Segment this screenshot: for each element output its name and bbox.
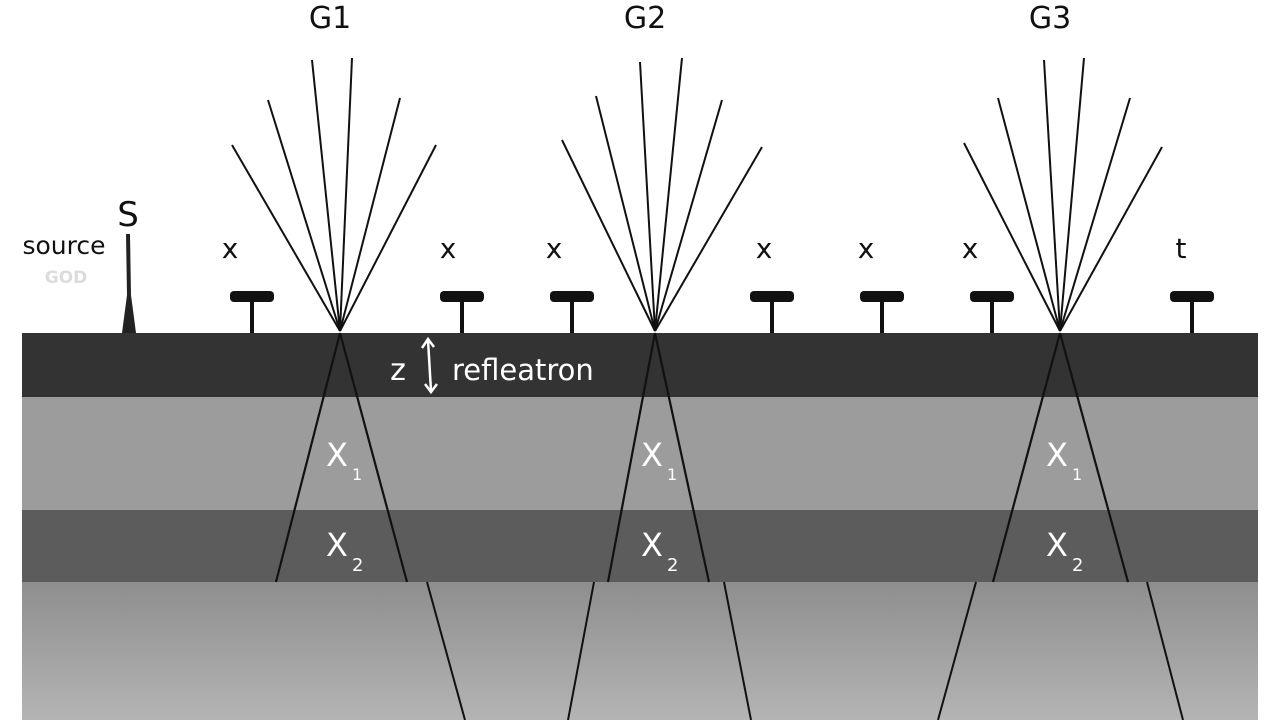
ray-line — [1059, 146, 1163, 332]
receiver-mark: t — [1176, 232, 1187, 265]
receiver-icon — [440, 291, 484, 302]
deep-ray-line — [723, 581, 752, 720]
x2-label: X — [1046, 526, 1068, 564]
receiver: x — [858, 232, 904, 333]
receiver-mark: x — [962, 232, 979, 265]
ray-line — [339, 57, 353, 332]
x2-subscript: 2 — [352, 555, 363, 576]
ray-line — [1059, 57, 1085, 332]
cone-line — [274, 332, 342, 583]
receiver-stem — [570, 300, 574, 333]
ray-line — [639, 61, 656, 332]
receiver-icon — [230, 291, 274, 302]
source-letter: S — [117, 195, 139, 235]
receiver: x — [750, 232, 794, 333]
x2-subscript: 2 — [1072, 555, 1083, 576]
x1-subscript: 1 — [667, 465, 677, 484]
cone-line — [338, 332, 409, 583]
source-faded-label: GOD — [45, 268, 88, 288]
top-layer — [22, 333, 1258, 397]
receiver: x — [440, 232, 484, 333]
depth-arrow-icon — [420, 336, 438, 395]
ray-line — [654, 146, 763, 332]
receiver-stem — [250, 300, 254, 333]
cone-line — [1058, 332, 1130, 583]
ray-line — [339, 144, 437, 332]
x2-label: X — [326, 526, 348, 564]
ray-line — [963, 142, 1061, 332]
receiver: x — [546, 232, 594, 333]
receiver-stem — [880, 300, 884, 333]
receiver: x — [222, 232, 274, 333]
receiver-icon — [550, 291, 594, 302]
x1-subscript: 1 — [1072, 465, 1082, 484]
layer-3 — [22, 582, 1258, 720]
layer-name: refleatron — [452, 353, 594, 387]
receiver: x — [962, 232, 1014, 333]
receiver-mark: x — [440, 232, 457, 265]
receiver-mark: x — [756, 232, 773, 265]
cone-line — [653, 332, 711, 583]
layer-2 — [22, 510, 1258, 582]
deep-ray-line — [1146, 581, 1184, 720]
deep-ray-line — [567, 581, 595, 720]
receiver: t — [1170, 232, 1214, 333]
x2-label: X — [641, 526, 663, 564]
receiver-icon — [1170, 291, 1214, 302]
x2-subscript: 2 — [667, 555, 678, 576]
x1-label: X — [641, 436, 663, 474]
ray-line — [1043, 59, 1061, 332]
source-label: source — [22, 231, 105, 260]
receiver-icon — [860, 291, 904, 302]
ray-line — [997, 97, 1061, 332]
gather-label: G3 — [1029, 1, 1071, 36]
ray-line — [339, 97, 401, 332]
x1-label: X — [326, 436, 348, 474]
ray-line — [595, 95, 656, 332]
receiver-stem — [460, 300, 464, 333]
receiver-stem — [990, 300, 994, 333]
receiver-icon — [750, 291, 794, 302]
receiver-mark: x — [546, 232, 563, 265]
ray-line — [231, 144, 341, 332]
deep-ray-line — [426, 581, 466, 720]
ray-line — [311, 59, 341, 332]
receiver-mark: x — [858, 232, 875, 265]
receiver-stem — [1190, 300, 1194, 333]
receiver-mark: x — [222, 232, 239, 265]
gather-label: G2 — [624, 1, 666, 36]
source-marker — [122, 234, 136, 333]
cone-line — [606, 332, 657, 583]
receiver-icon — [970, 291, 1014, 302]
receiver-stem — [770, 300, 774, 333]
deep-ray-line — [937, 581, 977, 720]
ray-line — [654, 99, 723, 332]
ray-line — [1059, 97, 1131, 332]
ray-line — [561, 139, 656, 332]
x1-label: X — [1046, 436, 1068, 474]
x1-subscript: 1 — [352, 465, 362, 484]
ray-line — [267, 99, 341, 332]
cone-line — [991, 332, 1062, 583]
ray-line — [654, 57, 683, 332]
gather-label: G1 — [309, 1, 351, 36]
depth-label: z — [390, 353, 406, 388]
